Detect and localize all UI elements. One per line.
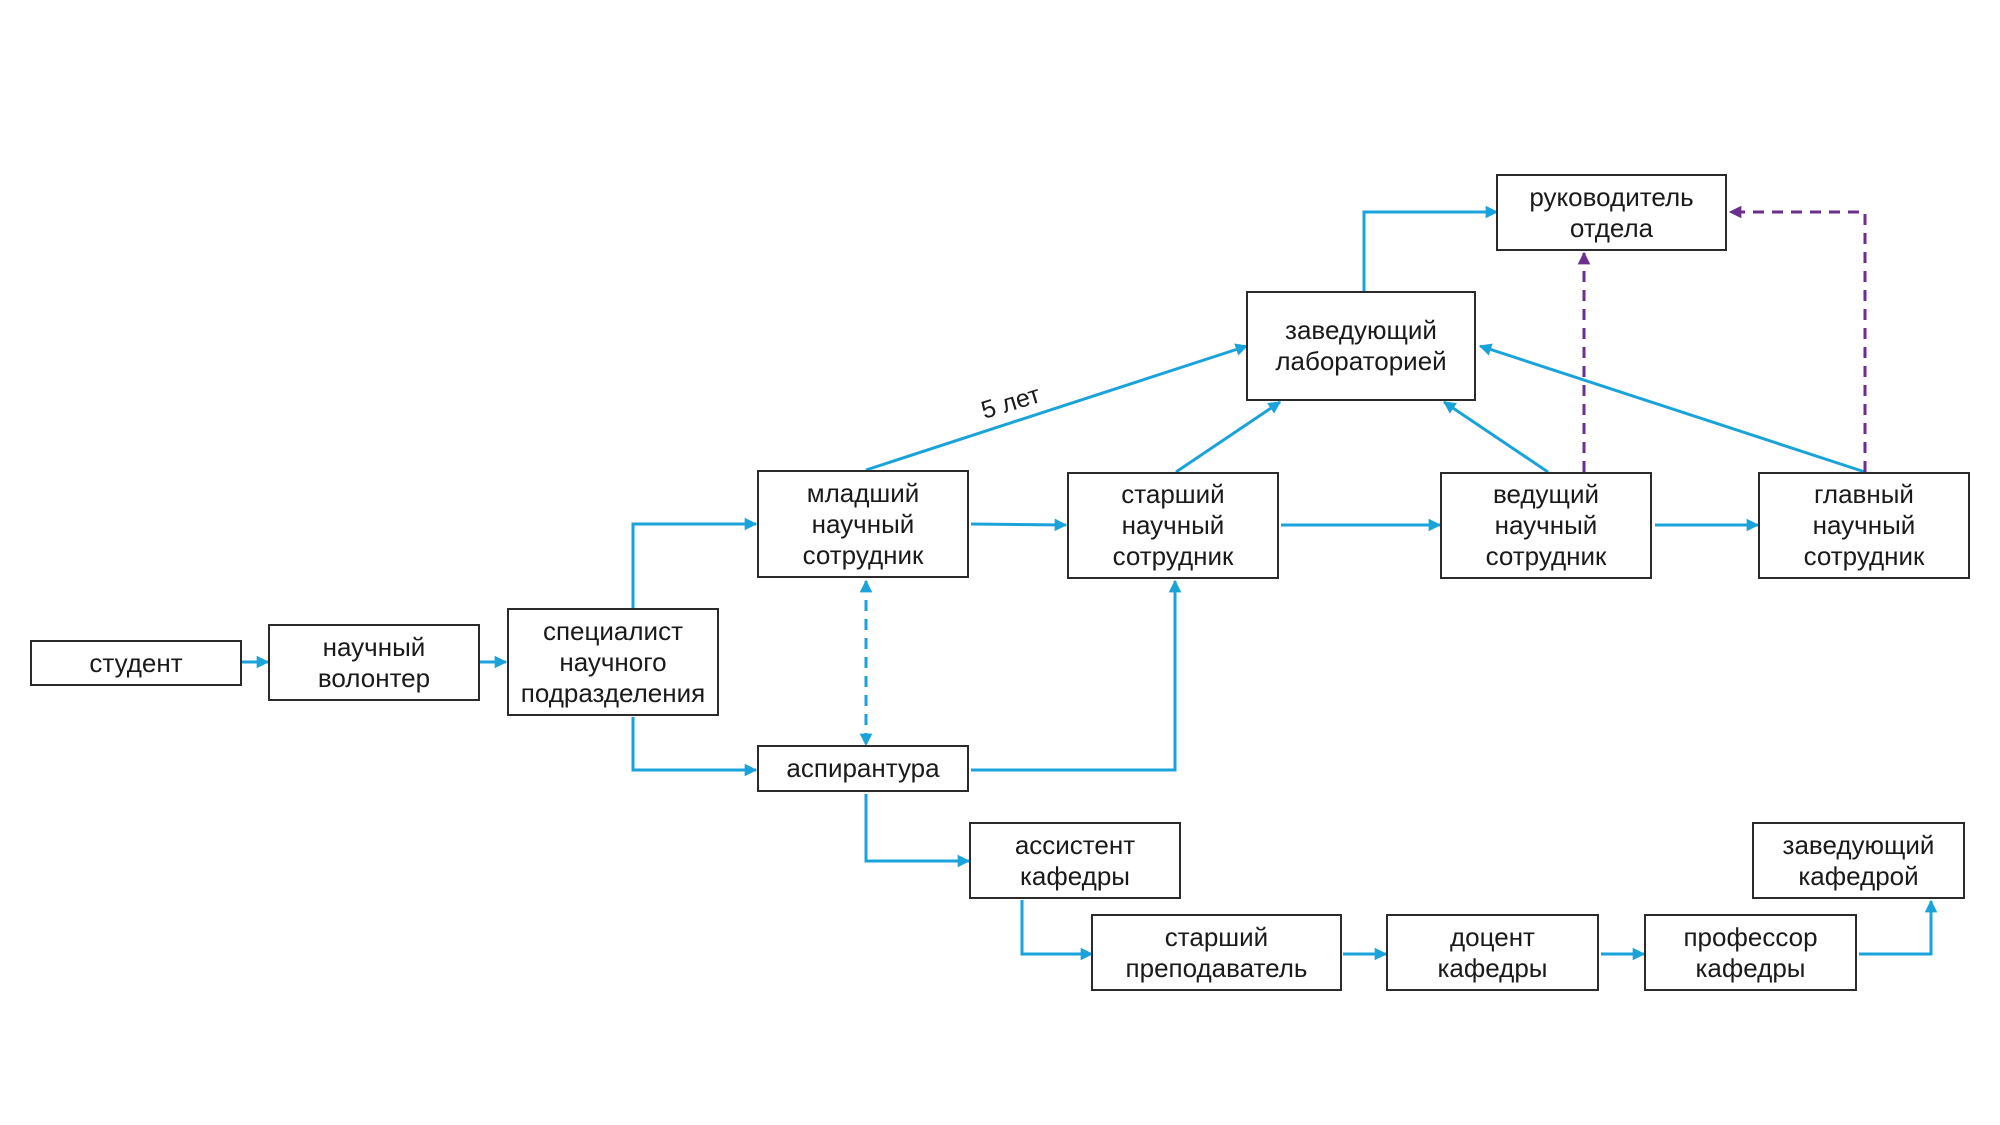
node-leading-researcher: ведущий научный сотрудник: [1440, 472, 1652, 579]
node-chair-head: заведующий кафедрой: [1752, 822, 1965, 899]
edge-assistant-seniorlecturer: [1020, 900, 1094, 961]
node-junior-researcher: младший научный сотрудник: [757, 470, 969, 578]
edge-specialist-phd: [631, 717, 758, 777]
edge-leading-labhead: [1442, 400, 1549, 474]
node-senior-researcher: старший научный сотрудник: [1067, 472, 1279, 579]
edge-senior-labhead: [1175, 400, 1282, 474]
edge-junior-senior: [970, 518, 1068, 532]
edge-chief-labhead: [1478, 343, 1866, 474]
edge-phd-senior: [971, 579, 1182, 772]
node-chief-researcher: главный научный сотрудник: [1758, 472, 1970, 579]
node-assistant: ассистент кафедры: [969, 822, 1181, 899]
node-dept-head: руководитель отдела: [1496, 174, 1727, 251]
edge-chief-depthead-dashed: [1728, 205, 1867, 472]
node-professor: профессор кафедры: [1644, 914, 1857, 991]
node-student: студент: [30, 640, 242, 686]
node-phd: аспирантура: [757, 745, 969, 792]
edge-labhead-depthead: [1362, 205, 1499, 291]
edge-specialist-junior: [631, 517, 758, 608]
edge-professor-chairhead: [1859, 899, 1938, 956]
node-senior-lecturer: старший преподаватель: [1091, 914, 1342, 991]
node-specialist: специалист научного подразделения: [507, 608, 719, 716]
edge-phd-assistant: [864, 794, 971, 868]
node-docent: доцент кафедры: [1386, 914, 1599, 991]
node-lab-head: заведующий лабораторией: [1246, 291, 1476, 401]
node-volunteer: научный волонтер: [268, 624, 480, 701]
edge-junior-labhead: [865, 343, 1249, 472]
